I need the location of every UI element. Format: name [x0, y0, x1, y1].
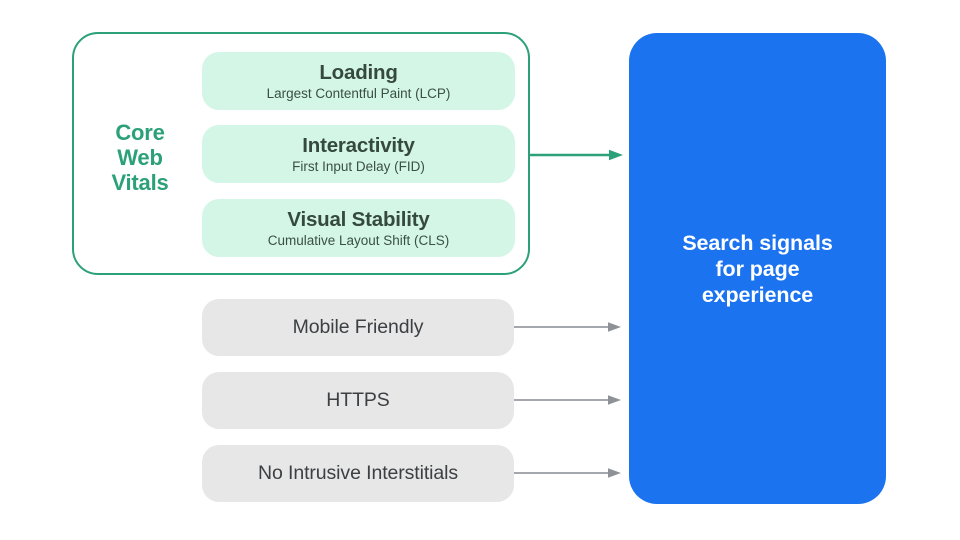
signal-https: HTTPS [202, 372, 514, 429]
cwv-item-visual-stability-title: Visual Stability [287, 208, 430, 231]
no-intrusive-interstitials-arrow-icon [514, 468, 621, 478]
mobile-friendly-arrow-icon [514, 322, 621, 332]
cwv-item-interactivity: Interactivity First Input Delay (FID) [202, 125, 515, 183]
signal-no-intrusive-interstitials-label: No Intrusive Interstitials [257, 462, 459, 484]
search-signals-box: Search signals for page experience [629, 33, 886, 504]
https-arrow-icon [514, 395, 621, 405]
cwv-item-interactivity-title: Interactivity [302, 134, 415, 157]
signal-mobile-friendly: Mobile Friendly [202, 299, 514, 356]
cwv-item-interactivity-subtitle: First Input Delay (FID) [292, 159, 425, 174]
cwv-item-visual-stability-subtitle: Cumulative Layout Shift (CLS) [267, 233, 450, 248]
core-web-vitals-label: Core Web Vitals [111, 120, 169, 195]
signal-https-label: HTTPS [326, 389, 390, 411]
cwv-item-loading-subtitle: Largest Contentful Paint (LCP) [266, 86, 451, 101]
cwv-item-visual-stability: Visual Stability Cumulative Layout Shift… [202, 199, 515, 257]
core-web-vitals-arrow-icon [530, 149, 623, 161]
signal-mobile-friendly-label: Mobile Friendly [292, 316, 424, 338]
signal-no-intrusive-interstitials: No Intrusive Interstitials [202, 445, 514, 502]
search-signals-label: Search signals for page experience [682, 230, 833, 307]
cwv-item-loading: Loading Largest Contentful Paint (LCP) [202, 52, 515, 110]
cwv-item-loading-title: Loading [319, 61, 398, 84]
